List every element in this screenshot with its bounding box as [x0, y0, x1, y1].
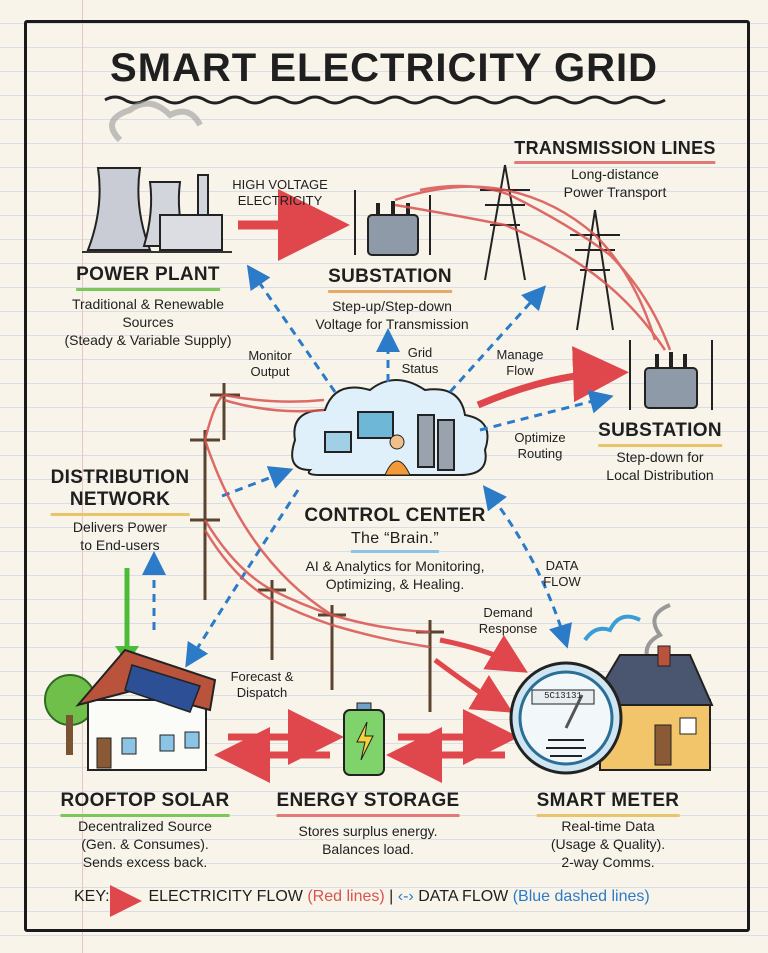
data-arrow-manage-flow [448, 285, 547, 394]
forecast-dispatch-label: Forecast & Dispatch [231, 669, 294, 701]
grid-status-label: Grid Status [402, 345, 439, 377]
distribution-desc: Delivers Power to End-users [73, 518, 167, 554]
label-line: Optimize [514, 430, 566, 445]
optimize-routing-label: Optimize Routing [514, 430, 565, 462]
label-line: ELECTRICITY [237, 193, 323, 208]
rooftop-solar-label: ROOFTOP SOLAR [60, 790, 230, 817]
desc-line: Voltage for Transmission [315, 316, 469, 332]
electricity-arrow-to-meter-1 [439, 634, 528, 673]
label-line: Routing [517, 446, 563, 461]
desc-line: Sends excess back. [82, 854, 208, 870]
energy-storage-label: ENERGY STORAGE [276, 790, 460, 817]
desc-line: 2-way Comms. [561, 854, 655, 870]
desc-line: to End-users [80, 537, 160, 553]
label-line: HIGH VOLTAGE [232, 177, 328, 192]
high-voltage-label: HIGH VOLTAGE ELECTRICITY [232, 177, 328, 209]
control-center-cloud-icon [291, 379, 489, 476]
label-line: Monitor [248, 348, 292, 363]
desc-line: Optimizing, & Healing. [325, 576, 465, 592]
desc-line: (Gen. & Consumes). [81, 836, 209, 852]
power-plant-label: POWER PLANT [76, 264, 220, 291]
label-line: Dispatch [236, 685, 288, 700]
control-center-subtitle: The “Brain.” [350, 530, 440, 553]
desc-line: Step-down for [616, 449, 704, 465]
desc-line: (Steady & Variable Supply) [64, 332, 232, 348]
desc-line: Long-distance [571, 166, 659, 182]
label-line: Manage [496, 347, 544, 362]
desc-line: Local Distribution [606, 467, 714, 483]
label-line: Forecast & [230, 669, 294, 684]
smart-meter-icon [509, 661, 623, 775]
data-flow-label: DATA FLOW [543, 558, 581, 590]
control-center-desc: AI & Analytics for Monitoring, Optimizin… [306, 557, 485, 593]
transmission-desc: Long-distance Power Transport [564, 165, 667, 201]
substation-2-transformer-icon [629, 340, 713, 410]
substation-desc: Step-up/Step-down Voltage for Transmissi… [315, 297, 468, 333]
manage-flow-label: Manage Flow [497, 347, 544, 379]
desc-line: Traditional & Renewable [71, 296, 224, 312]
label-line: FLOW [543, 574, 581, 589]
distribution-wires [203, 393, 431, 649]
control-center-label: CONTROL CENTER [304, 505, 486, 526]
substation-label: SUBSTATION [328, 266, 452, 293]
desc-line: Decentralized Source [78, 818, 212, 834]
desc-line: Step-up/Step-down [332, 298, 452, 314]
label-line: Output [250, 364, 290, 379]
monitor-output-label: Monitor Output [248, 348, 291, 380]
transmission-lines-label: TRANSMISSION LINES [514, 138, 716, 164]
label-line: NETWORK [69, 489, 171, 510]
substation-2-desc: Step-down for Local Distribution [606, 448, 713, 484]
label-line: Status [401, 361, 439, 376]
label-line: Demand [483, 605, 533, 620]
smart-meter-display: 5C13131 [544, 691, 582, 701]
label-line: Flow [506, 363, 534, 378]
legend-prefix: KEY: [74, 888, 110, 905]
electricity-arrow-to-meter-2 [433, 657, 513, 713]
desc-line: Sources [122, 314, 174, 330]
transmission-wires [394, 184, 672, 351]
smart-meter-label: SMART METER [536, 790, 680, 817]
legend: KEY: ELECTRICITY FLOW (Red lines) | ‹-› … [74, 888, 650, 906]
electricity-arrow-to-substation-2 [476, 346, 629, 409]
power-plant-icon [82, 100, 232, 253]
desc-line: Power Transport [563, 184, 667, 200]
legend-electricity-note: (Red lines) [307, 888, 385, 905]
label-line: DATA [545, 558, 579, 573]
legend-data-note: (Blue dashed lines) [512, 888, 650, 905]
battery-icon [343, 702, 385, 776]
notebook-margin-line [82, 0, 83, 953]
data-arrow-distribution [221, 466, 294, 498]
desc-line: AI & Analytics for Monitoring, [305, 558, 485, 574]
data-arrow-monitor-output [246, 264, 337, 393]
demand-response-label: Demand Response [479, 605, 538, 637]
substation-2-label: SUBSTATION [598, 420, 722, 447]
desc-line: Real-time Data [561, 818, 655, 834]
diagram-frame [24, 20, 750, 932]
page-title: SMART ELECTRICITY GRID [110, 46, 658, 90]
desc-line: Stores surplus energy. [298, 823, 438, 839]
energy-storage-desc: Stores surplus energy. Balances load. [298, 822, 437, 858]
label-line: DISTRIBUTION [50, 467, 190, 488]
legend-data: DATA FLOW [418, 888, 509, 905]
legend-separator: | [389, 888, 394, 905]
data-arrow-smart-meter [482, 485, 572, 649]
smart-meter-desc: Real-time Data (Usage & Quality). 2-way … [551, 817, 665, 871]
distribution-poles-icon [190, 383, 444, 712]
desc-line: Delivers Power [72, 519, 168, 535]
desc-line: Balances load. [322, 841, 414, 857]
power-plant-desc: Traditional & Renewable Sources (Steady … [64, 295, 231, 349]
substation-transformer-icon [354, 190, 431, 256]
label-line: Response [478, 621, 538, 636]
data-flow-arrow-icon: ‹-› [397, 888, 414, 905]
legend-electricity: ELECTRICITY FLOW [148, 888, 303, 905]
desc-line: (Usage & Quality). [550, 836, 666, 852]
label-line: Grid [407, 345, 433, 360]
title-wavy-underline [104, 95, 666, 105]
rooftop-solar-house-icon [44, 648, 217, 771]
distribution-network-label: DISTRIBUTION NETWORK [50, 467, 190, 516]
rooftop-solar-desc: Decentralized Source (Gen. & Consumes). … [78, 817, 212, 871]
data-arrow-optimize-routing [479, 390, 614, 432]
